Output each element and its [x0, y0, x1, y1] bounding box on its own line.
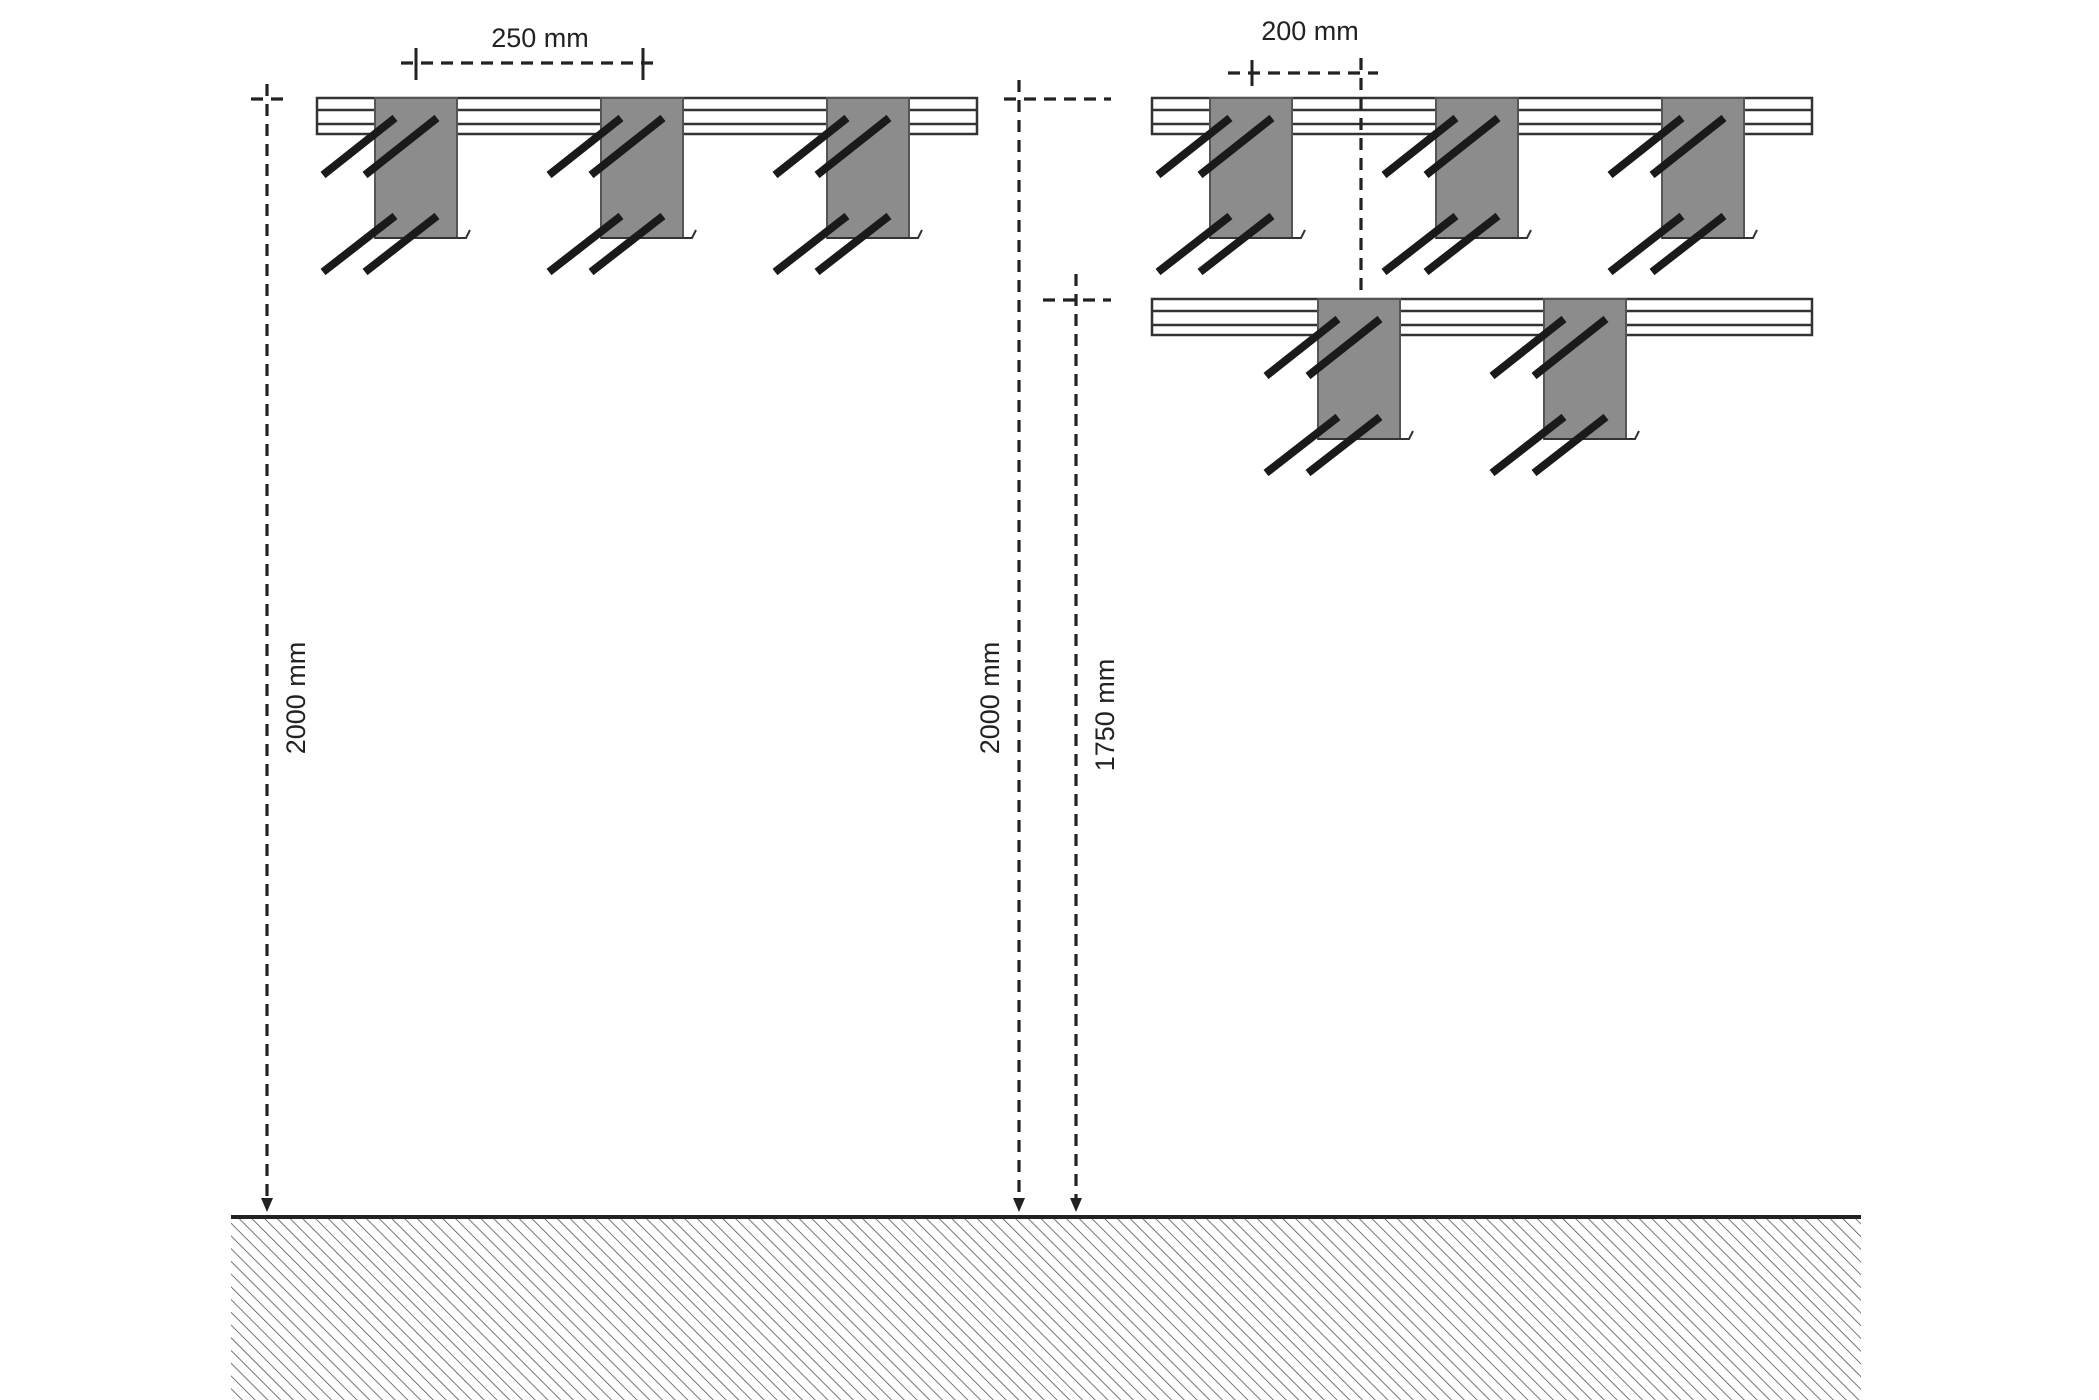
right-upper-height-arrow: [1013, 1198, 1025, 1212]
right-lower-hook-unit-2: [1489, 298, 1640, 477]
right-upper-hook-unit-3: [1607, 97, 1758, 276]
ground: [231, 1215, 1861, 1400]
right-lower-hook-unit-1: [1263, 298, 1414, 477]
left-height-arrow: [261, 1198, 273, 1212]
dimension-right-lower-height: 1750 mm: [1043, 274, 1120, 1212]
right-upper-height-label: 2000 mm: [975, 642, 1005, 755]
left-spacing-label: 250 mm: [491, 23, 589, 53]
dimension-right-spacing: 200 mm: [1228, 16, 1378, 292]
right-rack-lower: [1150, 297, 1814, 477]
left-rack: [315, 96, 979, 276]
right-lower-height-label: 1750 mm: [1090, 659, 1120, 772]
right-upper-hook-unit-1: [1155, 97, 1306, 276]
right-lower-height-arrow: [1070, 1198, 1082, 1212]
right-rack-upper: [1150, 96, 1814, 276]
dimension-left-spacing: 250 mm: [401, 23, 660, 80]
left-hook-unit-2: [546, 97, 697, 276]
dimension-right-upper-height: 2000 mm: [975, 80, 1111, 1212]
left-hook-unit-1: [320, 97, 471, 276]
right-spacing-label: 200 mm: [1261, 16, 1359, 46]
ground-hatch: [231, 1217, 1861, 1400]
left-height-label: 2000 mm: [281, 642, 311, 755]
right-upper-hook-unit-2: [1381, 97, 1532, 276]
right-lower-rail: [1150, 297, 1814, 337]
left-hook-unit-3: [772, 97, 923, 276]
dimension-left-height: 2000 mm: [251, 84, 311, 1212]
